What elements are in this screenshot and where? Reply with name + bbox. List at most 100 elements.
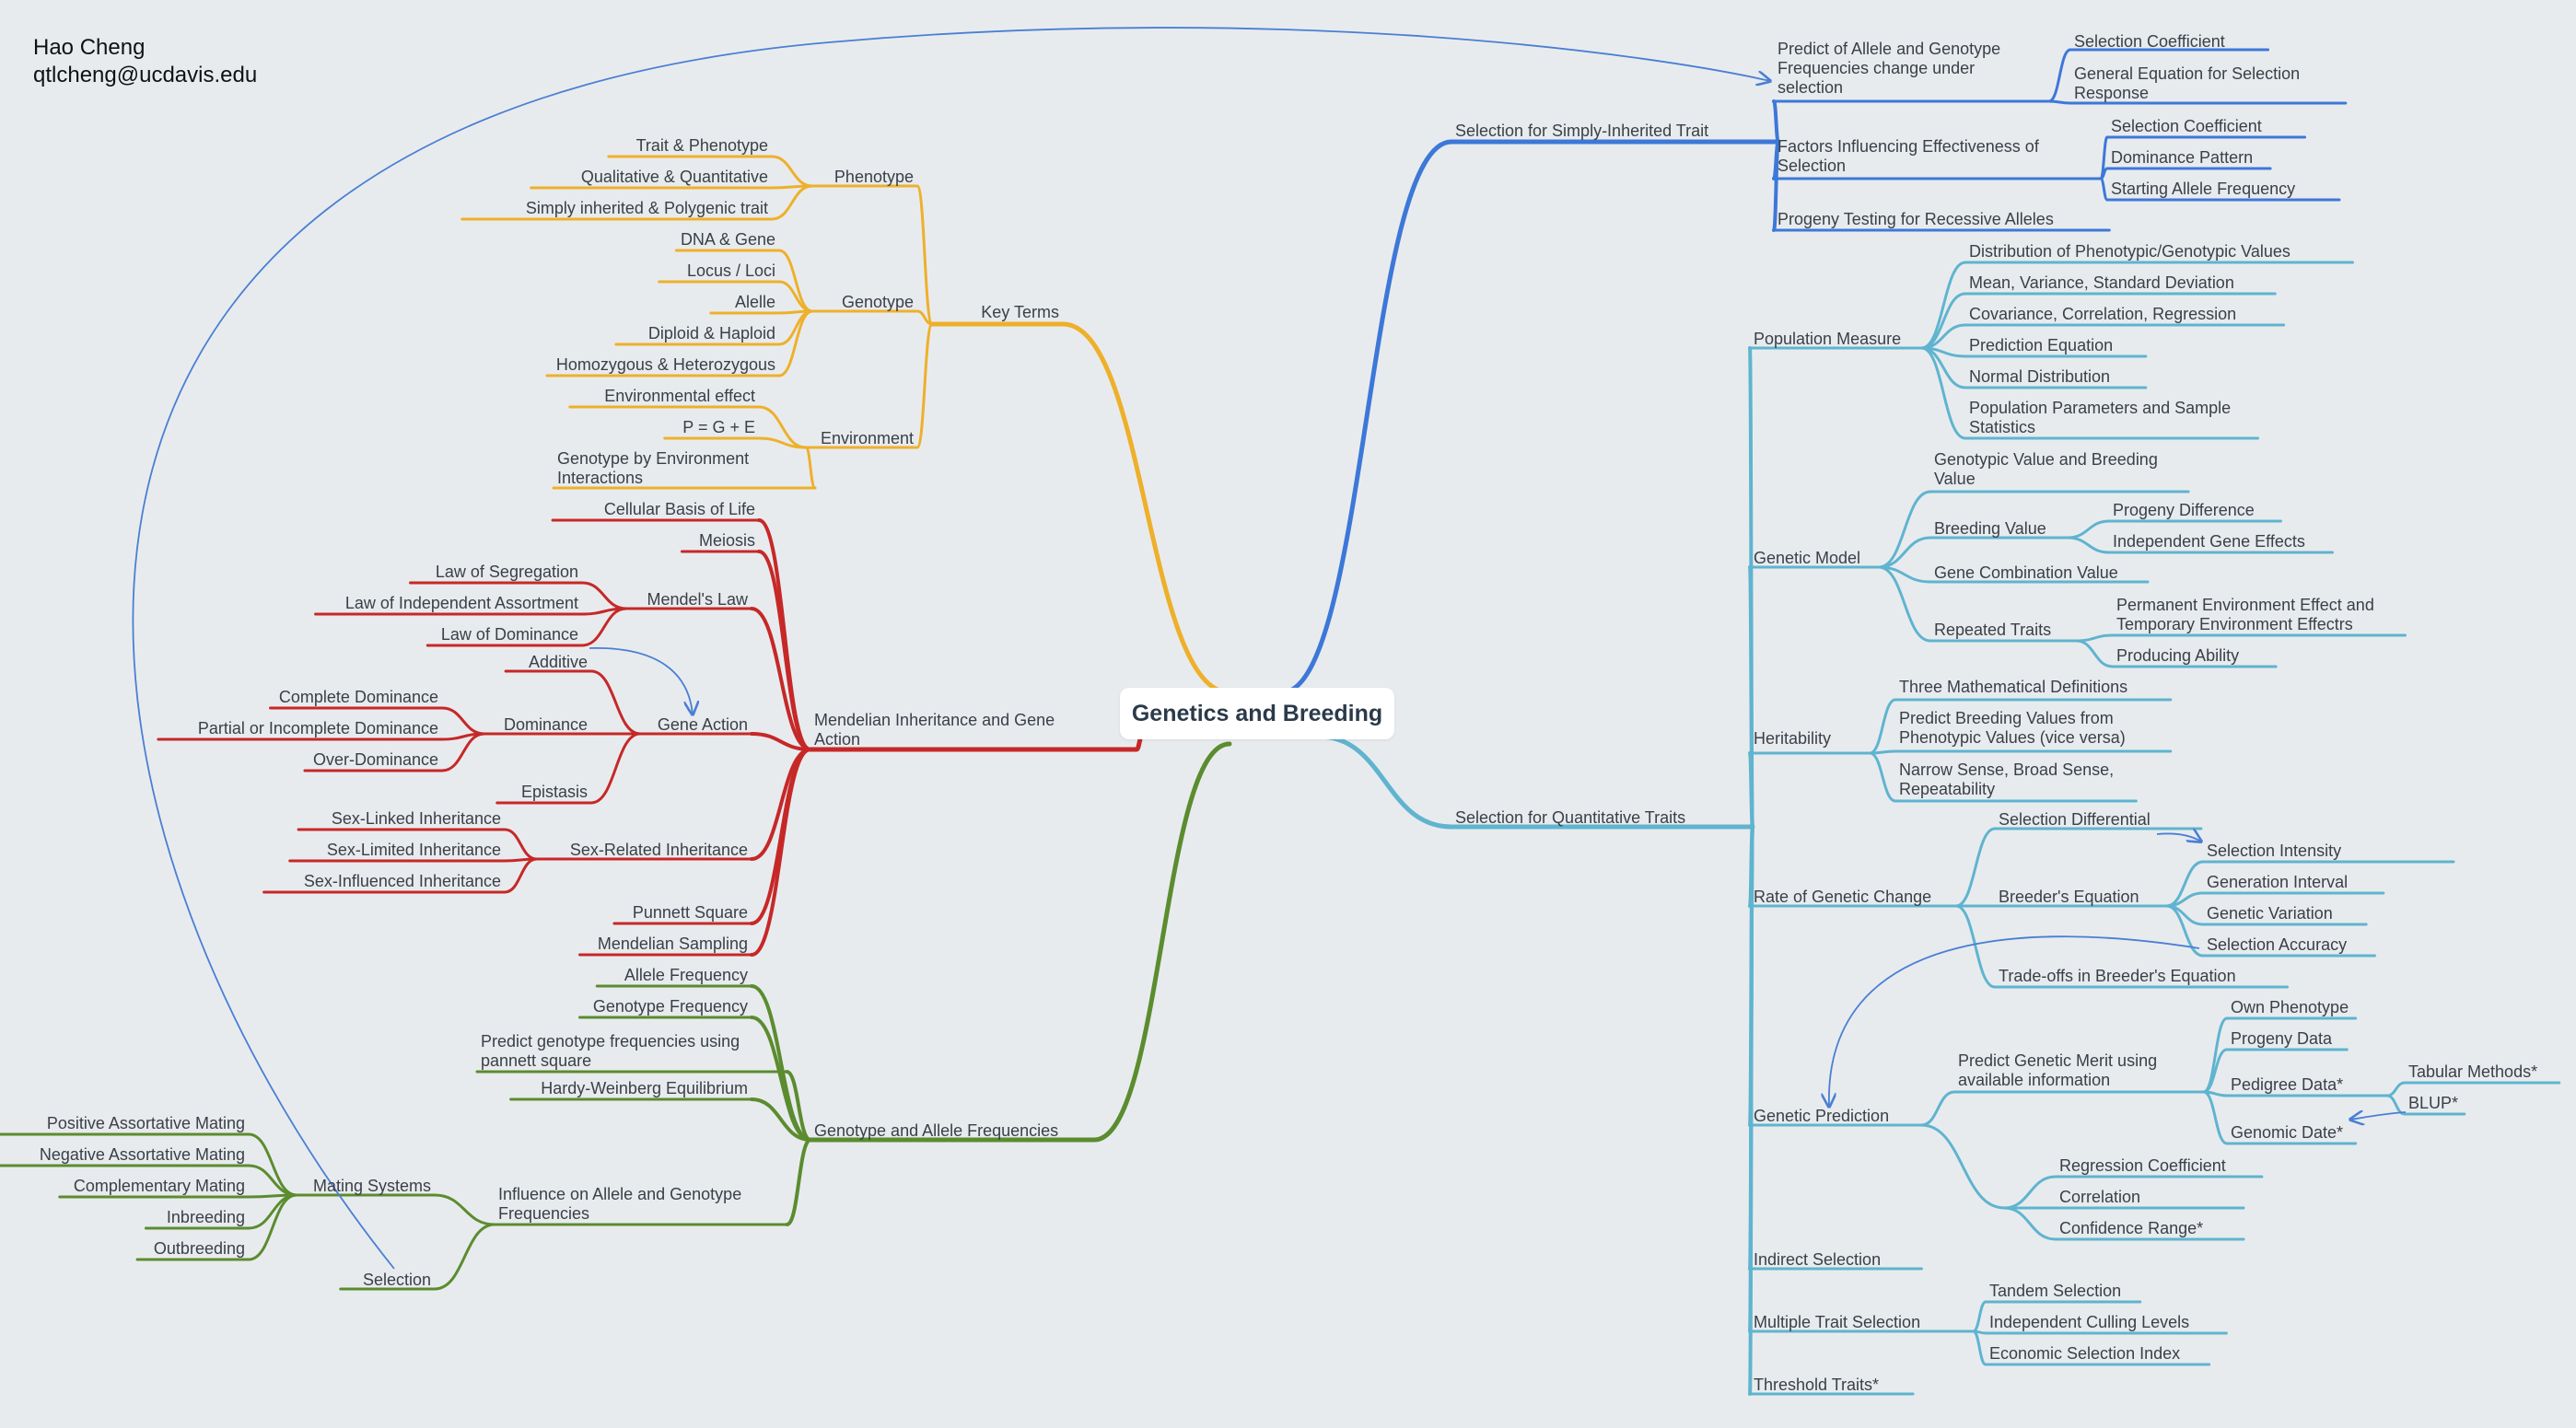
population-item[interactable]: Mean, Variance, Standard Deviation [1969,273,2234,292]
breeders-equation-item[interactable]: Genetic Variation [2207,904,2333,923]
factors-item[interactable]: Dominance Pattern [2111,148,2253,167]
breeders-equation-item[interactable]: Selection Intensity [2207,842,2341,860]
factors-node[interactable]: Selection [1778,157,1846,175]
selection-node[interactable]: Selection [363,1271,431,1289]
genotype-item[interactable]: Homozygous & Heterozygous [556,355,775,374]
multiple-trait-item[interactable]: Independent Culling Levels [1989,1313,2189,1331]
tradeoffs-node[interactable]: Trade-offs in Breeder's Equation [1999,967,2236,985]
gene-action-node[interactable]: Gene Action [658,715,748,734]
influence-node[interactable]: Frequencies [498,1204,589,1223]
mating-item[interactable]: Positive Assortative Mating [47,1114,245,1132]
quantitative-node[interactable]: Selection for Quantitative Traits [1455,808,1685,827]
simply-inherited-node[interactable]: Selection for Simply-Inherited Trait [1455,122,1708,140]
phenotype-item[interactable]: Qualitative & Quantitative [581,168,768,186]
environment-node[interactable]: Environment [821,429,914,447]
genotypic-value-node[interactable]: Value [1934,470,1976,488]
dominance-node[interactable]: Dominance [504,715,588,734]
dominance-item[interactable]: Partial or Incomplete Dominance [198,719,438,737]
factors-item[interactable]: Selection Coefficient [2111,117,2262,135]
dominance-item[interactable]: Over-Dominance [313,750,438,769]
genetic-prediction-node[interactable]: Genetic Prediction [1754,1107,1889,1125]
predict-allele-node[interactable]: Predict of Allele and Genotype [1778,40,2000,58]
breeding-value-node[interactable]: Breeding Value [1934,519,2046,538]
mating-systems-node[interactable]: Mating Systems [313,1177,431,1195]
mendels-law-item[interactable]: Law of Dominance [441,625,578,644]
prediction-stats-item[interactable]: Regression Coefficient [2059,1156,2226,1175]
mating-item[interactable]: Negative Assortative Mating [40,1145,245,1164]
mendelian-item[interactable]: Cellular Basis of Life [604,500,755,518]
heritability-item[interactable]: Predict Breeding Values from [1899,709,2114,727]
rate-genetic-change-node[interactable]: Rate of Genetic Change [1754,888,1931,906]
frequencies-node[interactable]: Genotype and Allele Frequencies [814,1121,1058,1140]
frequencies-item[interactable]: Genotype Frequency [593,997,748,1016]
mating-item[interactable]: Complementary Mating [74,1177,245,1195]
environment-item[interactable]: Environmental effect [604,387,755,405]
heritability-item[interactable]: Phenotypic Values (vice versa) [1899,728,2126,747]
frequencies-item[interactable]: Hardy-Weinberg Equilibrium [541,1079,748,1097]
key-terms-node[interactable]: Key Terms [981,303,1059,321]
breeders-equation-node[interactable]: Breeder's Equation [1999,888,2139,906]
sex-related-item[interactable]: Sex-Linked Inheritance [332,809,501,828]
additive-node[interactable]: Additive [529,653,588,671]
selection-differential-node[interactable]: Selection Differential [1999,810,2151,829]
population-item[interactable]: Covariance, Correlation, Regression [1969,305,2236,323]
mendelian-node[interactable]: Action [814,730,860,749]
epistasis-node[interactable]: Epistasis [521,783,588,801]
factors-node[interactable]: Factors Influencing Effectiveness of [1778,137,2040,156]
genotype-by-environment[interactable]: Interactions [557,469,643,487]
population-item[interactable]: Prediction Equation [1969,336,2113,354]
breeders-equation-item[interactable]: Selection Accuracy [2207,935,2347,954]
environment-item[interactable]: P = G + E [682,418,755,436]
repeated-traits-node[interactable]: Repeated Traits [1934,621,2051,639]
dominance-item[interactable]: Complete Dominance [279,688,438,706]
mendels-law-item[interactable]: Law of Segregation [436,563,578,581]
heritability-item[interactable]: Three Mathematical Definitions [1899,678,2127,696]
breeding-value-item[interactable]: Independent Gene Effects [2113,532,2305,551]
sex-related-node[interactable]: Sex-Related Inheritance [570,841,748,859]
mendels-law-node[interactable]: Mendel's Law [647,590,749,609]
frequencies-item[interactable]: Allele Frequency [624,966,748,984]
breeders-equation-item[interactable]: Generation Interval [2207,873,2348,891]
predict-allele-item[interactable]: General Equation for Selection [2074,64,2300,83]
heritability-item[interactable]: Repeatability [1899,780,1995,798]
repeated-traits-item[interactable]: Permanent Environment Effect and [2116,596,2374,614]
predict-genotype-frequencies[interactable]: pannett square [481,1051,591,1070]
phenotype-item[interactable]: Simply inherited & Polygenic trait [526,199,768,217]
population-item[interactable]: Normal Distribution [1969,367,2110,386]
progeny-testing-node[interactable]: Progeny Testing for Recessive Alleles [1778,210,2054,228]
predict-merit-item[interactable]: Progeny Data [2231,1029,2333,1048]
population-item[interactable]: Distribution of Phenotypic/Genotypic Val… [1969,242,2290,261]
sex-related-item[interactable]: Sex-Influenced Inheritance [304,872,501,890]
genotypic-value-node[interactable]: Genotypic Value and Breeding [1934,450,2158,469]
multiple-trait-item[interactable]: Economic Selection Index [1989,1344,2180,1363]
mendelian-item[interactable]: Mendelian Sampling [598,935,748,953]
sex-related-item[interactable]: Sex-Limited Inheritance [327,841,501,859]
prediction-stats-item[interactable]: Correlation [2059,1188,2140,1206]
genotype-by-environment[interactable]: Genotype by Environment [557,449,749,468]
predict-allele-item[interactable]: Response [2074,84,2149,102]
predict-merit-item[interactable]: Own Phenotype [2231,998,2349,1016]
multiple-trait-node[interactable]: Multiple Trait Selection [1754,1313,1920,1331]
predict-genotype-frequencies[interactable]: Predict genotype frequencies using [481,1032,740,1051]
genetic-model-node[interactable]: Genetic Model [1754,549,1860,567]
breeding-value-item[interactable]: Progeny Difference [2113,501,2255,519]
predict-merit-node[interactable]: Predict Genetic Merit using [1958,1051,2157,1070]
mating-item[interactable]: Outbreeding [154,1239,245,1258]
predict-allele-node[interactable]: Frequencies change under [1778,59,1975,77]
phenotype-item[interactable]: Trait & Phenotype [636,136,768,155]
gene-combination-node[interactable]: Gene Combination Value [1934,563,2118,582]
repeated-traits-item[interactable]: Temporary Environment Effectrs [2116,615,2353,633]
prediction-stats-item[interactable]: Confidence Range* [2059,1219,2203,1237]
population-measure-node[interactable]: Population Measure [1754,330,1901,348]
mendelian-node[interactable]: Mendelian Inheritance and Gene [814,711,1055,729]
multiple-trait-item[interactable]: Tandem Selection [1989,1282,2121,1300]
threshold-traits-node[interactable]: Threshold Traits* [1754,1376,1879,1394]
heritability-node[interactable]: Heritability [1754,729,1831,748]
central-topic[interactable]: Genetics and Breeding [1120,688,1394,739]
heritability-item[interactable]: Narrow Sense, Broad Sense, [1899,760,2114,779]
mating-item[interactable]: Inbreeding [167,1208,245,1226]
predict-merit-item[interactable]: Genomic Date* [2231,1123,2343,1142]
predict-allele-item[interactable]: Selection Coefficient [2074,32,2225,51]
repeated-traits-item[interactable]: Producing Ability [2116,646,2239,665]
genotype-item[interactable]: Alelle [735,293,775,311]
